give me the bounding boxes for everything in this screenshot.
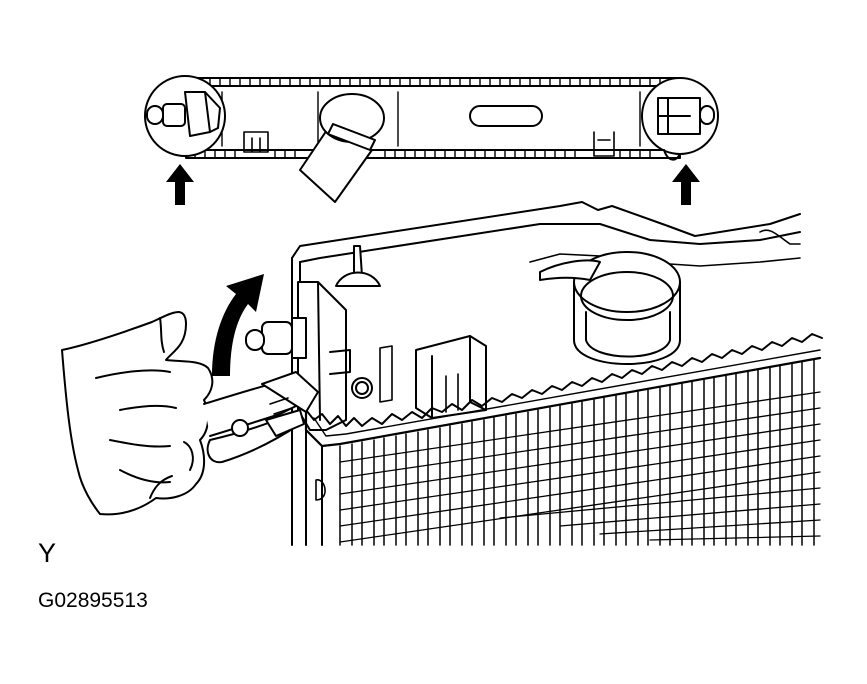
view-label: Y: [38, 538, 57, 568]
right-end-cap-detail: [641, 77, 719, 161]
radiator-assembly: [245, 201, 823, 546]
radiator-end-mount: [245, 281, 373, 431]
curved-arrow-icon: [212, 274, 264, 376]
radiator-core-tubes: [339, 359, 815, 546]
filler-neck: [539, 251, 681, 365]
tank-detail-view: [144, 75, 719, 203]
left-end-cap-detail: [144, 75, 226, 157]
figure-id: G02895513: [38, 589, 148, 612]
filler-neck-detail: [299, 93, 385, 203]
arrow-up-icon: [166, 164, 194, 205]
hand-icon: [61, 311, 214, 516]
tank-stud: [335, 245, 381, 287]
pliers-icon: [203, 371, 319, 464]
tank-clip: [379, 335, 487, 419]
arrow-up-icon: [672, 164, 700, 205]
